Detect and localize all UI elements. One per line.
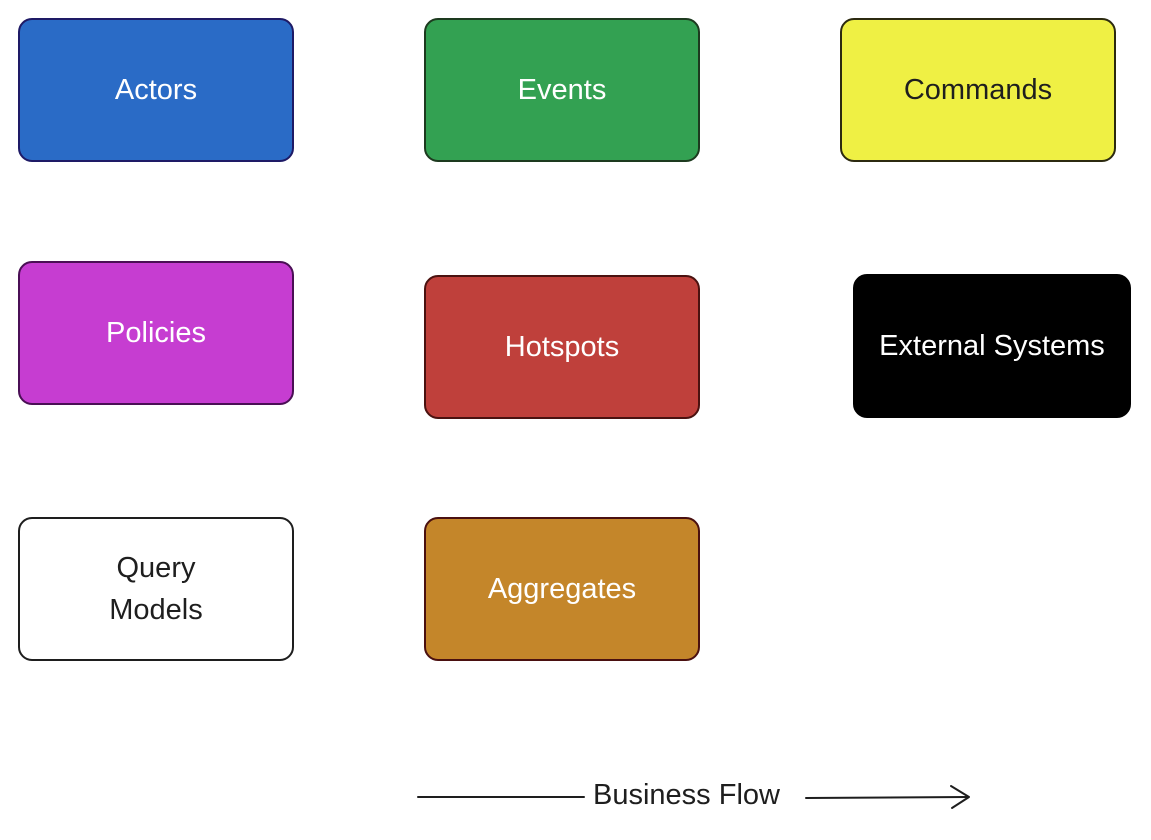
card-events: Events xyxy=(424,18,700,162)
card-aggregates: Aggregates xyxy=(424,517,700,661)
card-external-systems-label: External Systems xyxy=(879,330,1105,362)
card-query-models-label: Query Models xyxy=(109,552,203,626)
card-actors-label: Actors xyxy=(114,74,198,106)
business-flow-label: Business Flow xyxy=(593,779,780,811)
card-external-systems: External Systems xyxy=(853,274,1131,418)
card-actors: Actors xyxy=(18,18,294,162)
card-policies: Policies xyxy=(18,261,294,405)
card-query-models: Query Models xyxy=(18,517,294,661)
card-events-label: Events xyxy=(517,74,607,106)
card-commands-label: Commands xyxy=(903,74,1053,106)
card-policies-label: Policies xyxy=(106,317,206,349)
flow-arrow-line-right xyxy=(805,796,969,799)
arrowhead-icon xyxy=(950,785,970,809)
card-commands: Commands xyxy=(840,18,1116,162)
card-hotspots: Hotspots xyxy=(424,275,700,419)
card-aggregates-label: Aggregates xyxy=(487,573,637,605)
card-hotspots-label: Hotspots xyxy=(504,331,620,363)
